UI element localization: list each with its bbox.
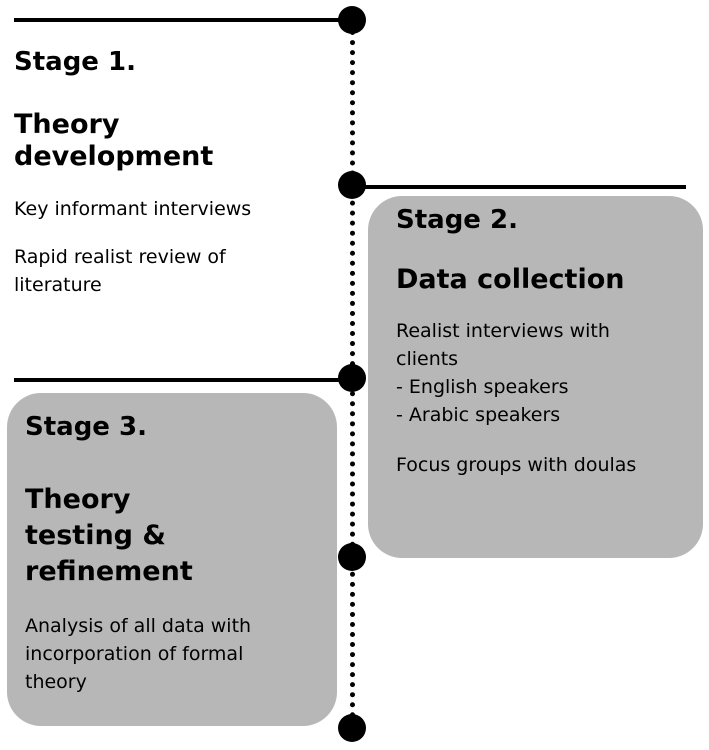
stage-1-block: Stage 1. Theory development Key informan… — [14, 46, 334, 299]
stage-3-label: Stage 3. — [25, 412, 147, 442]
stage-1-item-2: Rapid realist review of literature — [14, 243, 334, 299]
stage-3-rule — [14, 378, 352, 382]
stage-2-title-line-1: Data collection — [396, 264, 625, 295]
stage-1-item-1: Key informant interviews — [14, 198, 252, 220]
timeline-node-1 — [338, 6, 366, 34]
stage-2-interviews: Realist interviews with clients - Englis… — [396, 317, 689, 429]
stage-2-item-2: clients — [396, 348, 459, 370]
stage-1-rule — [14, 18, 352, 22]
timeline-node-5 — [338, 714, 366, 742]
stage-3-title: Theory testing & refinement — [25, 482, 327, 590]
stage-2-item-3: - English speakers — [396, 376, 569, 398]
stage-3-analysis: Analysis of all data with incorporation … — [25, 612, 327, 696]
stage-3-title-line-1: Theory — [25, 484, 131, 515]
stage-3-item-2: incorporation of formal — [25, 643, 244, 665]
stage-3-title-line-3: refinement — [25, 556, 193, 587]
stage-2-label: Stage 2. — [396, 205, 518, 235]
stage-1-title-line-2: development — [14, 141, 214, 172]
stage-3-title-line-2: testing & — [25, 520, 166, 551]
stage-2-item-1: Realist interviews with — [396, 320, 610, 342]
timeline-node-4 — [338, 543, 366, 571]
stage-1-item-2-line-2: literature — [14, 274, 102, 296]
stage-3-card: Stage 3. Theory testing & refinement Ana… — [7, 393, 337, 726]
stage-1-title: Theory development — [14, 109, 334, 173]
stage-2-title: Data collection — [396, 264, 689, 296]
timeline-node-3 — [338, 364, 366, 392]
stage-2-card: Stage 2. Data collection Realist intervi… — [368, 196, 703, 558]
stage-2-item-5: Focus groups with doulas — [396, 454, 637, 476]
stage-1-label: Stage 1. — [14, 47, 136, 77]
stage-2-rule — [352, 185, 686, 189]
timeline-node-2 — [338, 171, 366, 199]
stage-3-item-1: Analysis of all data with — [25, 615, 252, 637]
stage-1-item-2-line-1: Rapid realist review of — [14, 246, 226, 268]
stage-3-item-3: theory — [25, 671, 87, 693]
stage-1-title-line-1: Theory — [14, 109, 120, 140]
stage-2-item-4: - Arabic speakers — [396, 404, 561, 426]
